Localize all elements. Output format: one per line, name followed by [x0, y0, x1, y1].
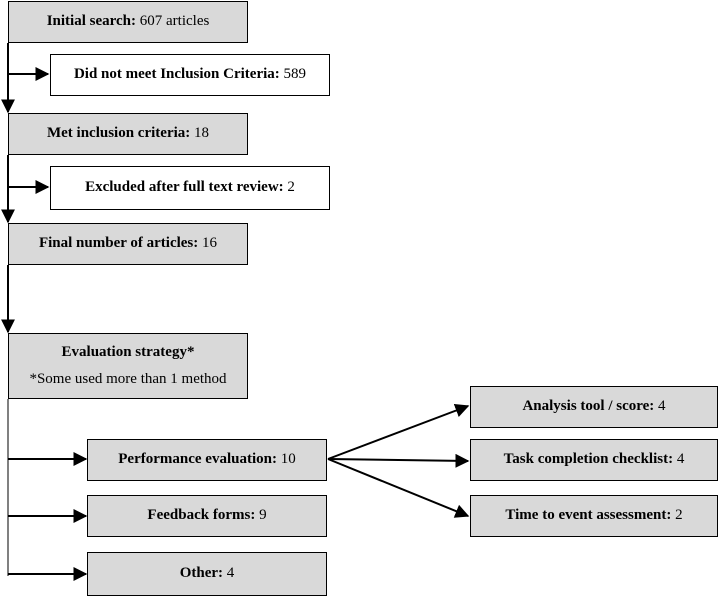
task-checklist-label: Task completion checklist:	[503, 451, 674, 468]
evaluation-strategy-label: Evaluation strategy*	[61, 343, 195, 360]
other-box: Other: 4	[87, 552, 327, 596]
evaluation-strategy-box: Evaluation strategy* *Some used more tha…	[8, 333, 248, 399]
feedback-forms-box: Feedback forms: 9	[87, 495, 327, 537]
initial-search-label: Initial search:	[46, 13, 136, 30]
not-met-box: Did not meet Inclusion Criteria: 589	[50, 54, 330, 96]
performance-evaluation-label: Performance evaluation:	[118, 451, 277, 468]
initial-search-box: Initial search: 607 articles	[8, 1, 248, 43]
not-met-value: 589	[283, 66, 307, 83]
excluded-box: Excluded after full text review: 2	[50, 166, 330, 210]
feedback-forms-value: 9	[259, 507, 267, 524]
met-criteria-box: Met inclusion criteria: 18	[8, 113, 248, 155]
performance-evaluation-box: Performance evaluation: 10	[87, 439, 327, 481]
final-articles-label: Final number of articles:	[38, 235, 199, 252]
time-to-event-label: Time to event assessment:	[505, 507, 672, 524]
time-to-event-box: Time to event assessment: 2	[470, 495, 718, 537]
analysis-tool-box: Analysis tool / score: 4	[470, 386, 718, 428]
analysis-tool-value: 4	[658, 398, 666, 415]
time-to-event-value: 2	[675, 507, 683, 524]
evaluation-strategy-note: *Some used more than 1 method	[29, 371, 227, 387]
excluded-value: 2	[287, 179, 295, 196]
met-criteria-label: Met inclusion criteria:	[46, 125, 191, 142]
met-criteria-value: 18	[194, 125, 210, 142]
final-articles-value: 16	[202, 235, 218, 252]
arrow-time	[327, 458, 470, 518]
feedback-forms-label: Feedback forms:	[147, 507, 256, 524]
not-met-label: Did not meet Inclusion Criteria:	[73, 66, 280, 83]
analysis-tool-label: Analysis tool / score:	[522, 398, 655, 415]
task-checklist-value: 4	[676, 451, 685, 468]
other-value: 4	[226, 565, 235, 582]
excluded-label: Excluded after full text review:	[85, 179, 284, 196]
final-articles-box: Final number of articles: 16	[8, 223, 248, 265]
arrow-analysis	[327, 403, 470, 460]
arrow-checklist	[327, 453, 470, 468]
other-label: Other:	[179, 565, 224, 582]
initial-search-value: 607 articles	[139, 13, 210, 30]
performance-evaluation-value: 10	[280, 451, 296, 468]
task-checklist-box: Task completion checklist: 4	[470, 439, 718, 481]
